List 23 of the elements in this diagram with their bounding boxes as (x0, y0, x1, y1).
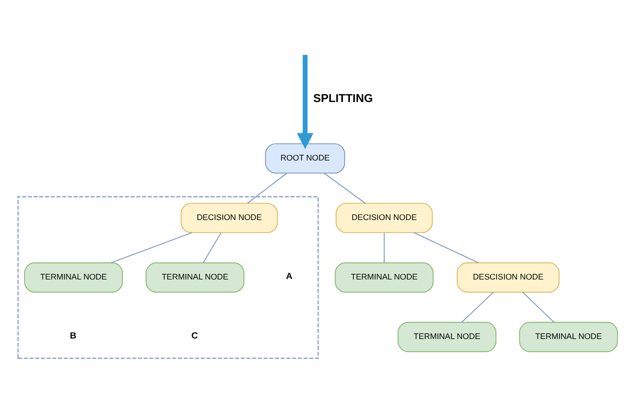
connector (384, 232, 385, 264)
node-box: DESCISION NODE (456, 262, 560, 293)
connector (247, 172, 288, 204)
label: A (286, 270, 292, 281)
edge-label: SPLITTING (313, 92, 373, 105)
label: B (70, 330, 76, 340)
node-box: TERMINAL NODE (398, 322, 496, 352)
node-box: ROOT NODE (265, 143, 346, 174)
label: C (191, 330, 198, 340)
node-box: TERMINAL NODE (519, 322, 618, 352)
node-box: DECISION NODE (180, 202, 278, 234)
connector (414, 232, 479, 264)
connector (522, 292, 554, 323)
connector (461, 292, 494, 323)
connector (110, 232, 192, 264)
connector (324, 172, 366, 204)
connector (202, 232, 222, 264)
cluster (17, 196, 319, 359)
node-box: TERMINAL NODE (24, 262, 123, 293)
node-box: DECISION NODE (336, 202, 433, 234)
node-box: TERMINAL NODE (334, 262, 434, 293)
node-box: TERMINAL NODE (146, 262, 244, 293)
arrow (296, 54, 314, 149)
